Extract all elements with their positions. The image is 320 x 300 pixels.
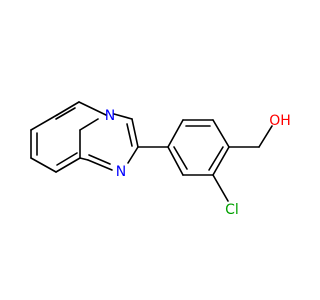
bond — [208, 146, 224, 171]
bond — [88, 154, 111, 165]
nitrogen-atom-label: N — [116, 164, 126, 180]
bond — [126, 123, 133, 147]
hydroxyl-group-label: OH — [269, 113, 291, 129]
nitrogen-atom-label: N — [105, 108, 115, 124]
bond — [212, 174, 229, 202]
bond — [78, 101, 107, 116]
bond — [56, 101, 80, 116]
bond — [258, 125, 273, 148]
bond — [30, 157, 57, 173]
bond — [131, 118, 139, 148]
bond — [212, 146, 230, 176]
structure-diagram: N N Cl OH — [30, 101, 291, 218]
bond — [79, 118, 99, 131]
chlorine-atom-label: Cl — [225, 202, 239, 218]
bond — [113, 113, 133, 120]
bond — [127, 146, 139, 164]
bond — [167, 119, 184, 148]
bond — [55, 157, 81, 173]
bond — [167, 146, 184, 176]
bond — [56, 152, 78, 166]
bond — [173, 146, 188, 170]
bond — [79, 157, 89, 161]
bond — [212, 119, 230, 148]
bond — [30, 114, 58, 131]
bond — [55, 107, 76, 120]
molecule-canvas: N N Cl OH — [30, 101, 291, 218]
bond — [87, 159, 113, 171]
